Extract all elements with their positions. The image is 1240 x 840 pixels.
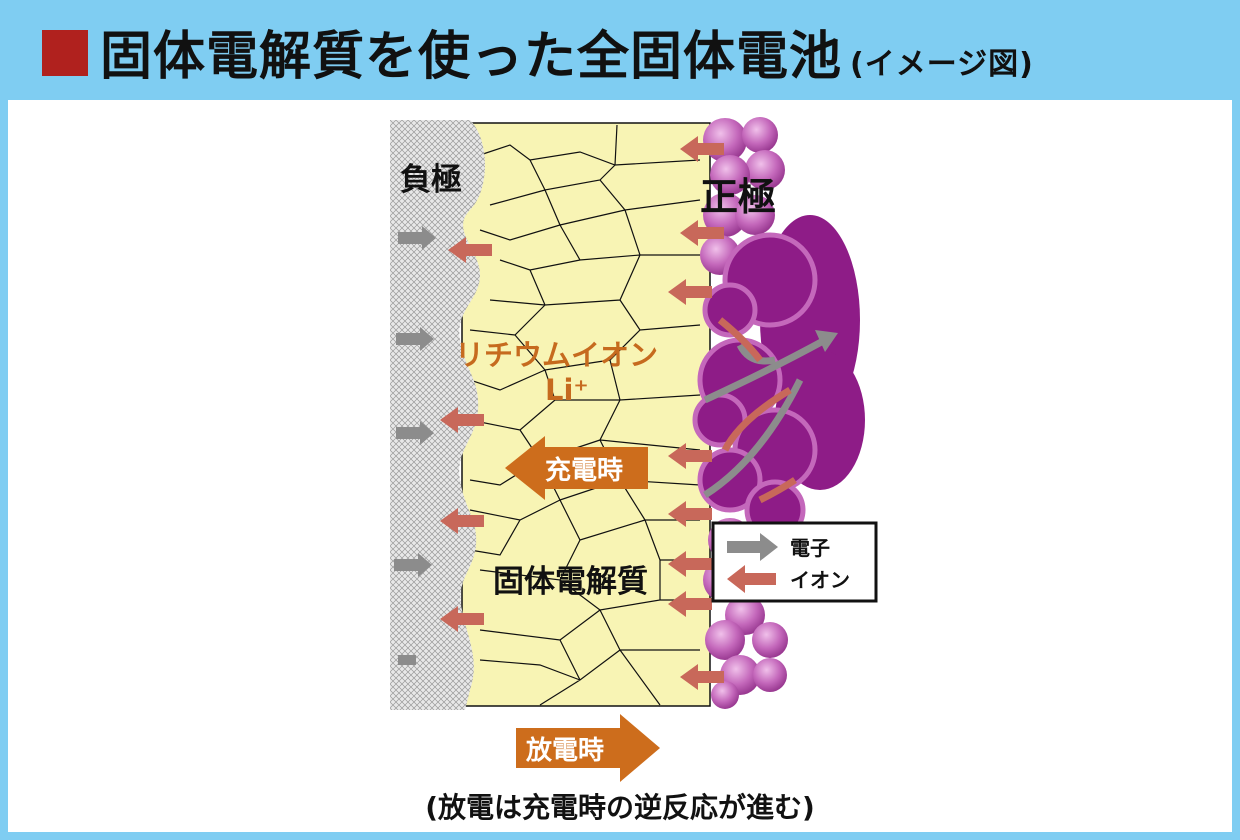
legend-ion-label: イオン (790, 568, 850, 592)
electron-arrows (394, 226, 436, 665)
discharge-arrow (516, 714, 660, 782)
electrolyte-grain-boundaries (469, 124, 701, 706)
legend-ion-arrow (727, 565, 776, 593)
title-subtitle: (イメージ図) (850, 47, 1034, 82)
cathode-internal-arrows (703, 317, 838, 504)
legend-electron-arrow (727, 533, 778, 561)
lithium-ion-label: リチウムイオン (455, 338, 658, 372)
electrolyte-label: 固体電解質 (493, 564, 648, 600)
title-bullet-icon (42, 30, 88, 76)
discharge-label: 放電時 (525, 735, 604, 766)
cathode-label: 正極 (700, 175, 776, 219)
page-title: 固体電解質を使った全固体電池(イメージ図) (100, 14, 1034, 89)
caption: (放電は充電時の逆反応が進む) (425, 791, 815, 824)
header: 固体電解質を使った全固体電池(イメージ図) (0, 0, 1240, 100)
solid-electrolyte (461, 122, 711, 707)
anode-label: 負極 (400, 162, 462, 198)
ion-arrows (440, 136, 724, 690)
lithium-ion-symbol: Li⁺ (545, 373, 589, 407)
charge-label: 充電時 (545, 455, 623, 486)
legend-electron-label: 電子 (790, 536, 830, 560)
legend: 電子 イオン (711, 521, 878, 603)
charge-arrow (505, 436, 648, 500)
title-text: 固体電解質を使った全固体電池 (100, 27, 843, 87)
